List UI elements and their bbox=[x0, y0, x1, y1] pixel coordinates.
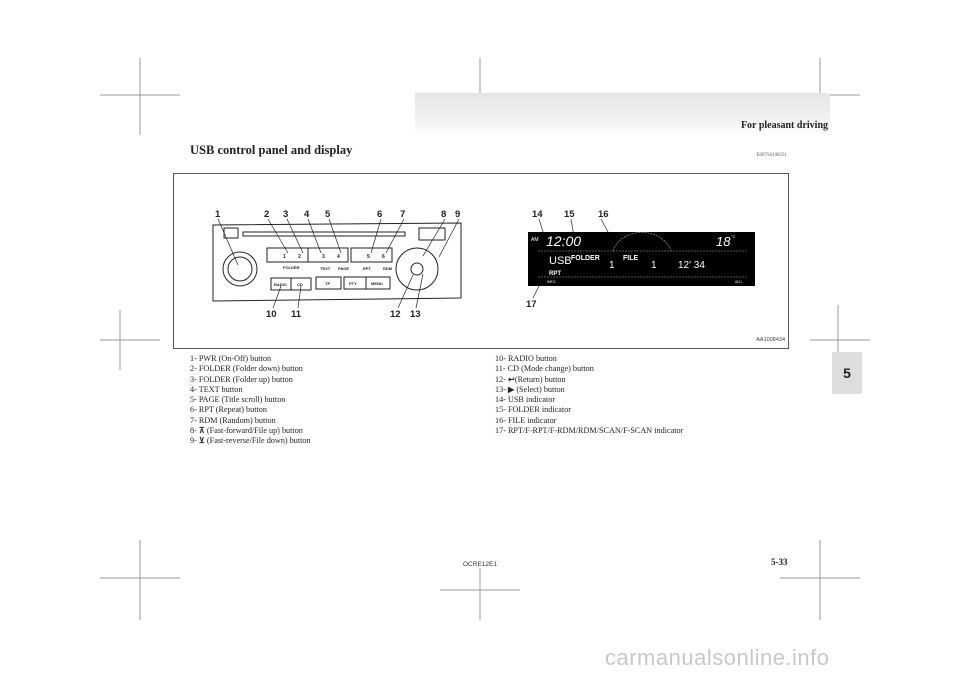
preset-6-label: 6 bbox=[382, 254, 385, 260]
preset-2-label: 2 bbox=[298, 254, 301, 260]
rdm-label: RDM bbox=[383, 266, 393, 271]
folder-number: 1 bbox=[609, 260, 615, 271]
callout-15: 15 bbox=[564, 209, 575, 220]
callout-10: 10 bbox=[266, 309, 277, 320]
legend-item: 6- RPT (Repeat) button bbox=[190, 405, 267, 415]
legend-item: 15- FOLDER indicator bbox=[495, 405, 571, 415]
header-band bbox=[415, 93, 830, 135]
callout-2: 2 bbox=[264, 209, 269, 220]
legend-item: 17- RPT/F-RPT/F-RDM/RDM/SCAN/F-SCAN indi… bbox=[495, 426, 684, 436]
preset-3-label: 3 bbox=[322, 254, 325, 260]
file-indicator: FILE bbox=[623, 255, 638, 262]
section-code: E00758100231 bbox=[756, 153, 787, 158]
legend-item: 7- RDM (Random) button bbox=[190, 415, 276, 425]
callout-8: 8 bbox=[441, 209, 446, 220]
callout-11: 11 bbox=[291, 309, 302, 320]
preset-buttons-5-6 bbox=[350, 247, 393, 263]
rpt-label: RPT bbox=[363, 266, 372, 271]
legend-item: 1- PWR (On-Off) button bbox=[190, 354, 272, 363]
callout-14: 14 bbox=[532, 209, 543, 220]
legend-item: 12- ↩(Return) button bbox=[495, 374, 566, 384]
cd-slot bbox=[242, 231, 406, 237]
folder-indicator: FOLDER bbox=[571, 255, 600, 262]
figure-frame bbox=[173, 173, 789, 349]
watermark: carmanualsonline.info bbox=[605, 645, 830, 670]
cd-label: CD bbox=[297, 282, 303, 287]
tp-label: TP bbox=[325, 281, 330, 286]
music-button bbox=[418, 227, 446, 241]
am-indicator: AM bbox=[531, 237, 539, 243]
usb-indicator: USB bbox=[549, 255, 572, 267]
return-icon: ↩ bbox=[507, 374, 515, 384]
text-label: TEXT bbox=[320, 266, 331, 271]
legend-item: 8- ⊼ (Fast-forward/File up) button bbox=[190, 426, 303, 436]
legend-item: 9- ⊻ (Fast-reverse/File down) button bbox=[190, 436, 311, 446]
pwr-volume-knob bbox=[222, 251, 258, 287]
legend-item: 2- FOLDER (Folder down) button bbox=[190, 364, 303, 374]
callout-7: 7 bbox=[400, 209, 405, 220]
preset-4-label: 4 bbox=[337, 254, 340, 260]
figure-code: AA1008434 bbox=[756, 337, 785, 343]
callout-3: 3 bbox=[283, 209, 288, 220]
page-number: 5-33 bbox=[771, 557, 788, 567]
document-code: OCRE12E1 bbox=[463, 561, 497, 568]
temperature-display: 18 bbox=[716, 234, 731, 249]
eject-button bbox=[223, 227, 239, 239]
folder-label: FOLDER bbox=[283, 265, 300, 270]
adj-label: ADJ bbox=[735, 280, 742, 284]
callout-12: 12 bbox=[390, 309, 401, 320]
preset-1-label: 1 bbox=[283, 254, 286, 260]
page-label: PAGE bbox=[338, 266, 349, 271]
legend-item: 14- USB indicator bbox=[495, 395, 556, 405]
info-label: INFO bbox=[547, 280, 556, 284]
panel-body bbox=[212, 222, 462, 302]
callout-4: 4 bbox=[304, 209, 310, 220]
callout-6: 6 bbox=[377, 209, 382, 220]
legend-right: 10- RADIO button 11- CD (Mode change) bu… bbox=[495, 354, 683, 436]
preset-5-label: 5 bbox=[367, 254, 370, 260]
play-select-icon: ▶ bbox=[507, 384, 515, 394]
preset-buttons-3-4 bbox=[307, 247, 349, 263]
play-time: 12' 34 bbox=[678, 260, 705, 271]
legend-item: 11- CD (Mode change) button bbox=[495, 364, 594, 374]
callout-1: 1 bbox=[215, 209, 221, 220]
cd-button bbox=[290, 277, 312, 291]
legend-item: 5- PAGE (Title scroll) button bbox=[190, 395, 286, 405]
pty-label: PTY bbox=[349, 281, 357, 286]
legend-item: 3- FOLDER (Folder up) button bbox=[190, 374, 293, 384]
menu-button bbox=[365, 276, 391, 290]
usb-control-panel-figure: 1 2 3 4 5 6 FOLDER TEXT PAGE RPT RDM RAD… bbox=[212, 209, 755, 320]
section-header: For pleasant driving bbox=[740, 120, 828, 131]
file-number: 1 bbox=[651, 260, 657, 271]
legend-item: 10- RADIO button bbox=[495, 354, 557, 363]
fast-forward-up-icon: ⊼ bbox=[198, 426, 205, 436]
legend-item: 13- ▶ (Select) button bbox=[495, 384, 565, 394]
select-dial bbox=[395, 247, 439, 291]
temperature-unit: °C bbox=[731, 234, 736, 239]
callout-17: 17 bbox=[526, 299, 537, 310]
callout-9: 9 bbox=[455, 209, 460, 220]
legend-item: 4- TEXT button bbox=[190, 384, 243, 394]
page-title: USB control panel and display bbox=[190, 143, 353, 157]
legend-left: 1- PWR (On-Off) button 2- FOLDER (Folder… bbox=[190, 354, 311, 447]
callout-13: 13 bbox=[410, 309, 421, 320]
fast-reverse-down-icon: ⊻ bbox=[198, 436, 205, 446]
chapter-tab[interactable]: 5 bbox=[832, 352, 862, 394]
radio-label: RADIO bbox=[274, 282, 287, 287]
legend-item: 16- FILE indicator bbox=[495, 415, 557, 425]
clock-display: 12:00 bbox=[546, 233, 581, 249]
menu-label: MENU bbox=[371, 281, 383, 286]
tp-button bbox=[315, 276, 342, 290]
callout-16: 16 bbox=[598, 209, 609, 220]
callout-5: 5 bbox=[325, 209, 331, 220]
rpt-indicator: RPT bbox=[549, 271, 561, 277]
